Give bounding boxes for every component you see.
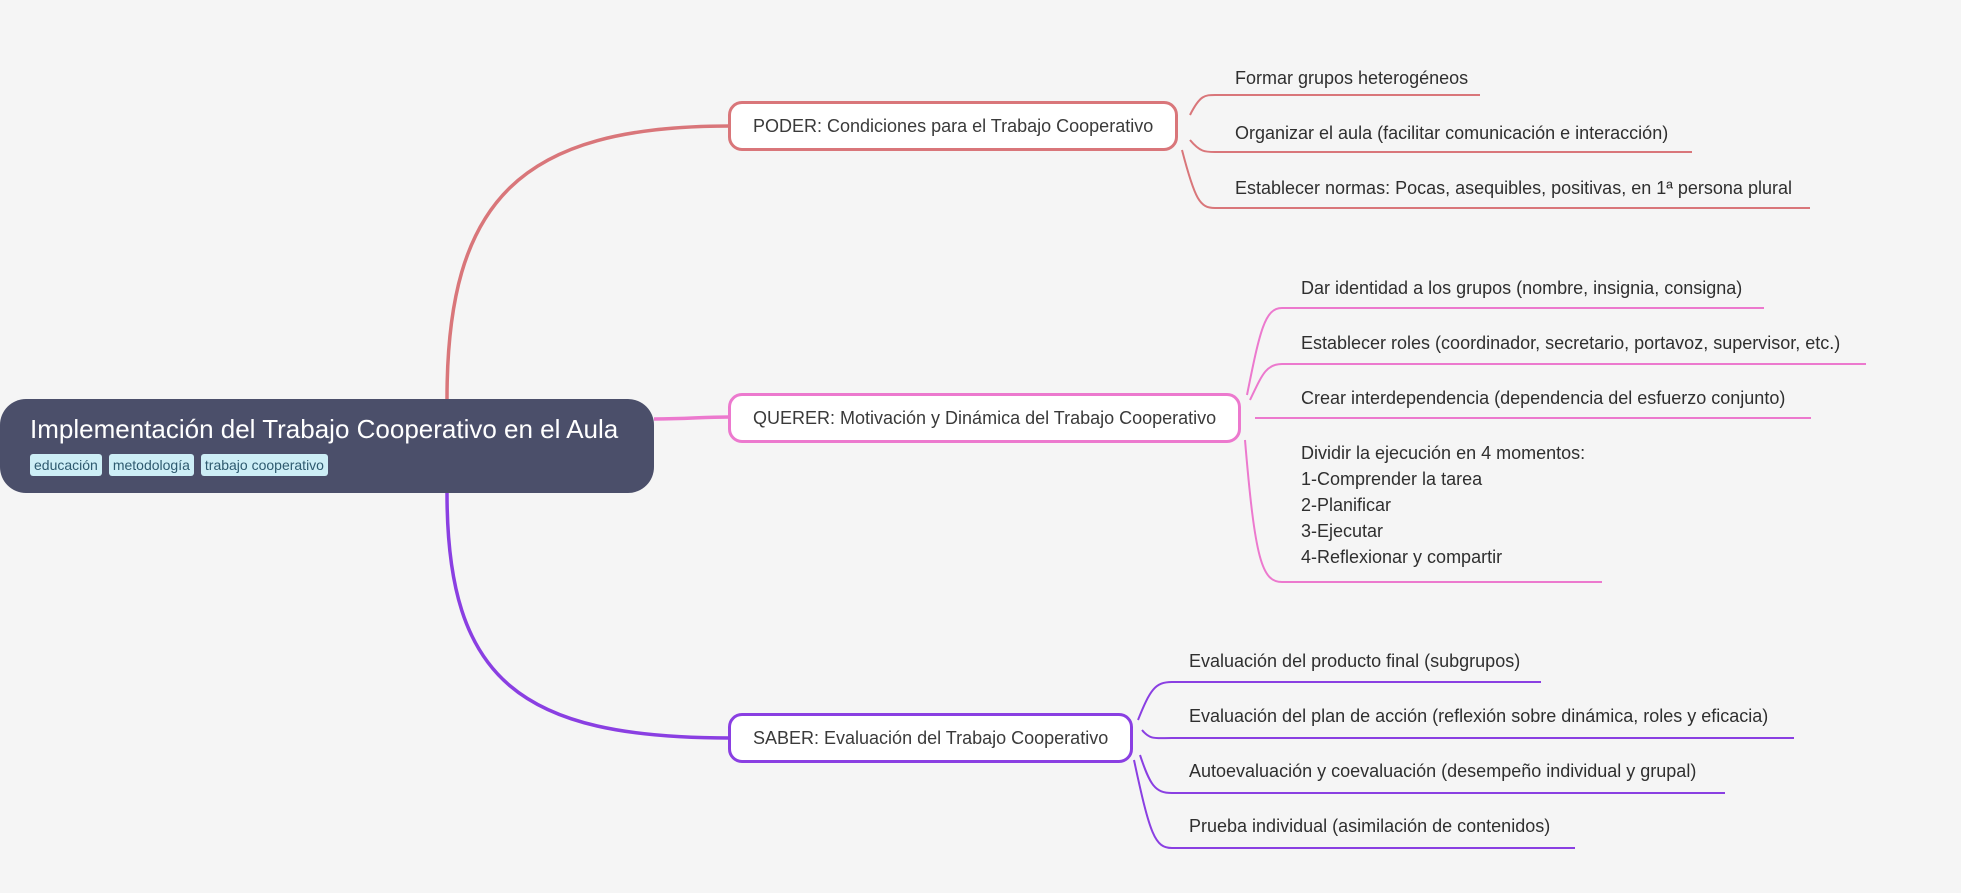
- edge-poder-3: [1181, 149, 1810, 209]
- edge-root-querer: [653, 415, 731, 421]
- edge-querer-4: [1244, 439, 1602, 583]
- leaf-querer-4[interactable]: Dividir la ejecución en 4 momentos: 1-Co…: [1301, 440, 1585, 570]
- edge-saber-3: [1139, 754, 1725, 794]
- leaf-querer-4-line-1: Dividir la ejecución en 4 momentos:: [1301, 443, 1586, 463]
- tag-trabajo-cooperativo[interactable]: trabajo cooperativo: [200, 454, 328, 476]
- edge-querer-1: [1246, 307, 1764, 396]
- root-topic[interactable]: Implementación del Trabajo Cooperativo e…: [0, 399, 654, 493]
- branch-querer[interactable]: QUERER: Motivación y Dinámica del Trabaj…: [728, 393, 1242, 443]
- branch-poder[interactable]: PODER: Condiciones para el Trabajo Coope…: [728, 101, 1179, 151]
- leaf-poder-3[interactable]: Establecer normas: Pocas, asequibles, po…: [1235, 178, 1792, 198]
- tag-educacion[interactable]: educación: [30, 454, 102, 476]
- leaf-saber-4[interactable]: Prueba individual (asimilación de conten…: [1189, 816, 1551, 836]
- leaf-querer-2[interactable]: Establecer roles (coordinador, secretari…: [1301, 333, 1841, 353]
- edge-root-saber: [445, 492, 731, 740]
- leaf-querer-3[interactable]: Crear interdependencia (dependencia del …: [1301, 388, 1786, 408]
- leaf-saber-1[interactable]: Evaluación del producto final (subgrupos…: [1189, 651, 1521, 671]
- tag-list: educación metodología trabajo cooperativ…: [30, 454, 654, 476]
- branch-poder-label: PODER: Condiciones para el Trabajo Coope…: [753, 116, 1154, 136]
- leaf-querer-4-line-3: 2-Planificar: [1301, 495, 1392, 515]
- edge-poder-1: [1189, 94, 1480, 116]
- edge-saber-1: [1137, 681, 1541, 721]
- leaf-querer-4-line-2: 1-Comprender la tarea: [1301, 469, 1483, 489]
- branch-saber[interactable]: SABER: Evaluación del Trabajo Cooperativ…: [728, 713, 1134, 763]
- leaf-querer-1[interactable]: Dar identidad a los grupos (nombre, insi…: [1301, 278, 1743, 298]
- leaf-querer-4-line-4: 3-Ejecutar: [1301, 521, 1384, 541]
- tag-metodologia[interactable]: metodología: [108, 454, 194, 476]
- leaf-poder-2[interactable]: Organizar el aula (facilitar comunicació…: [1235, 123, 1669, 143]
- root-title: Implementación del Trabajo Cooperativo e…: [30, 414, 619, 444]
- edge-poder-2: [1189, 139, 1692, 153]
- leaf-querer-4-line-5: 4-Reflexionar y compartir: [1301, 547, 1503, 567]
- edge-saber-4: [1133, 759, 1575, 849]
- leaf-saber-3[interactable]: Autoevaluación y coevaluación (desempeño…: [1189, 761, 1697, 781]
- branch-querer-label: QUERER: Motivación y Dinámica del Trabaj…: [753, 408, 1217, 428]
- edge-saber-2: [1141, 729, 1794, 740]
- leaf-saber-2[interactable]: Evaluación del plan de acción (reflexión…: [1189, 706, 1769, 726]
- branch-saber-label: SABER: Evaluación del Trabajo Cooperativ…: [753, 728, 1109, 748]
- edge-root-poder: [445, 124, 731, 400]
- leaf-poder-1[interactable]: Formar grupos heterogéneos: [1235, 68, 1469, 88]
- edge-querer-2: [1249, 363, 1866, 401]
